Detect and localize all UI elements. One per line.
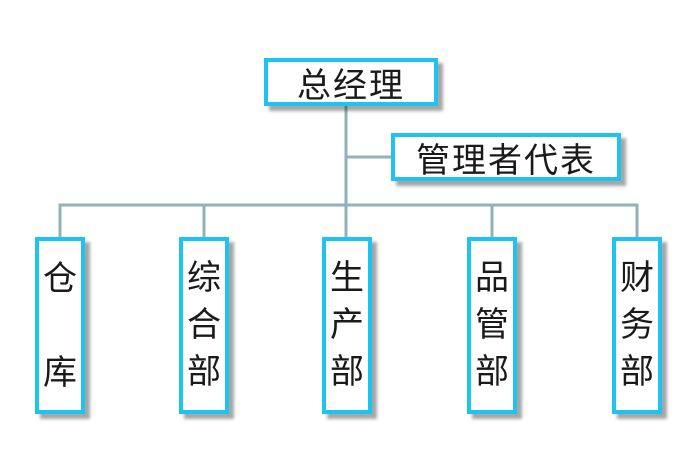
- node-warehouse-label: 仓库: [43, 259, 77, 393]
- node-general-department: 综合部: [179, 237, 229, 414]
- node-production-department-label: 生产部: [330, 258, 364, 392]
- node-general-manager-label: 总经理: [297, 65, 405, 106]
- node-production-department: 生产部: [322, 237, 372, 414]
- node-quality-department: 品管部: [467, 237, 517, 414]
- node-management-representative: 管理者代表: [391, 133, 621, 181]
- node-quality-department-label: 品管部: [475, 258, 509, 392]
- node-warehouse: 仓库: [35, 237, 85, 414]
- node-finance-department: 财务部: [612, 237, 662, 414]
- node-general-department-label: 综合部: [187, 258, 221, 392]
- node-management-representative-label: 管理者代表: [416, 140, 596, 181]
- node-finance-department-label: 财务部: [620, 258, 654, 392]
- node-general-manager: 总经理: [264, 58, 438, 106]
